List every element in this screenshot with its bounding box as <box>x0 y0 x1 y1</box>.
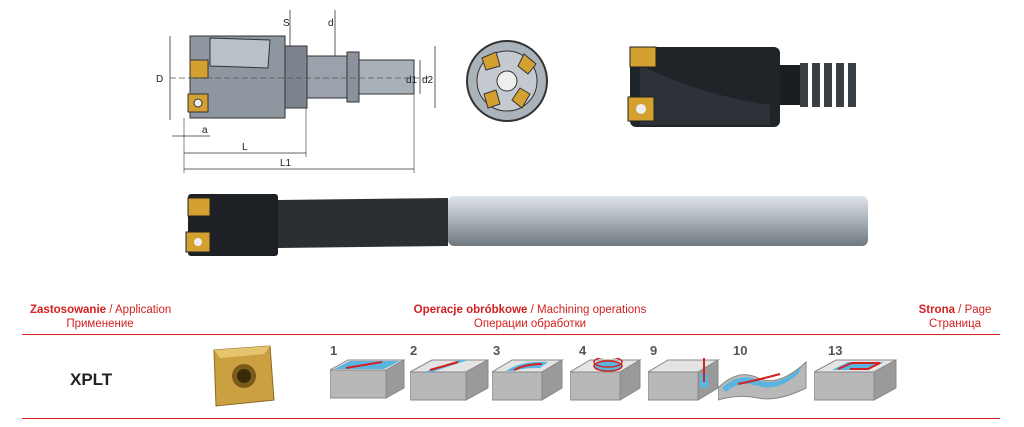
op-number: 13 <box>828 343 843 358</box>
page-pl: Strona <box>918 304 955 316</box>
application-ru: Применение <box>66 318 134 330</box>
screw-cutter-photo <box>627 46 856 127</box>
page-ru: Страница <box>928 318 982 330</box>
page-en: / Page <box>954 304 992 316</box>
label-d2: d2 <box>422 75 434 86</box>
operations-en: / Machining operations <box>527 304 647 316</box>
op-number: 10 <box>733 343 748 358</box>
insert-image <box>213 345 275 407</box>
insert-code: XPLT <box>70 370 113 389</box>
op-number: 2 <box>410 343 418 358</box>
op-icon-slotting <box>410 359 489 401</box>
label-L: L <box>242 142 248 153</box>
label-a: a <box>202 125 208 136</box>
application-en: / Application <box>106 304 172 316</box>
op-icon-plunge <box>648 358 720 401</box>
label-d: d <box>328 18 334 29</box>
shank-cutter-photo <box>185 194 868 256</box>
label-S: S <box>283 18 290 29</box>
application-header: Zastosowanie / Application Применение <box>30 303 190 331</box>
op-number: 1 <box>330 343 338 358</box>
op-icon-pocket <box>492 359 564 401</box>
technical-drawing: S d D d1 d2 a L L1 <box>156 10 436 173</box>
op-number: 4 <box>579 343 587 358</box>
op-icon-helical <box>570 358 642 401</box>
label-d1: d1 <box>406 75 418 86</box>
operations-ru: Операции обработки <box>473 318 587 330</box>
application-pl: Zastosowanie <box>30 304 107 316</box>
operations-pl: Operacje obróbkowe <box>413 304 528 316</box>
page-header: Strona / Page Страница <box>910 303 1000 331</box>
header-rule <box>22 334 1000 335</box>
op-icon-contour-pocket <box>814 359 897 401</box>
op-number: 3 <box>493 343 501 358</box>
operations-header: Operacje obróbkowe / Machining operation… <box>405 303 655 331</box>
label-L1: L1 <box>280 158 292 169</box>
op-number: 9 <box>650 343 658 358</box>
op-icon-face-milling <box>330 359 405 399</box>
op-icon-copy-milling <box>718 360 807 401</box>
label-D: D <box>156 74 163 85</box>
cutter-end-view <box>466 40 548 122</box>
bottom-rule <box>22 418 1000 419</box>
